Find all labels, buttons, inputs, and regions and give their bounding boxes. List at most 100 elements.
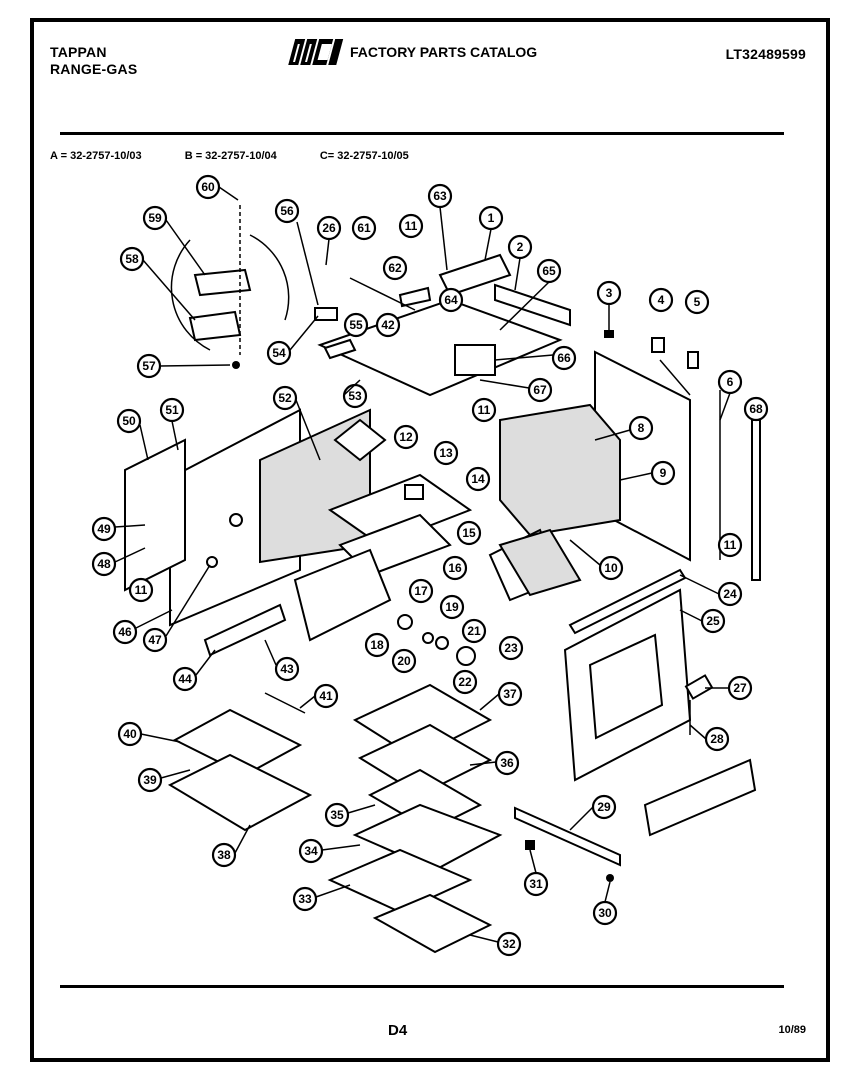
callout-34: 34 [298,838,324,864]
svg-text:65: 65 [542,264,556,278]
callout-33: 33 [292,886,318,912]
callout-24: 24 [717,581,743,607]
part-66-bracket [454,344,496,376]
svg-text:39: 39 [143,773,157,787]
callout-50: 50 [116,408,142,434]
drawer-front [643,758,757,837]
callout-53: 53 [342,383,368,409]
callout-40: 40 [117,721,143,747]
callout-63: 63 [427,183,453,209]
svg-text:55: 55 [349,318,363,332]
svg-text:53: 53 [348,389,362,403]
svg-text:17: 17 [414,584,428,598]
svg-text:37: 37 [503,687,517,701]
svg-text:28: 28 [710,732,724,746]
callout-52: 52 [272,385,298,411]
brand-name: TAPPAN [50,44,107,60]
callout-11a: 11 [398,213,424,239]
callout-37: 37 [497,681,523,707]
part-3-clip [604,330,614,338]
svg-text:38: 38 [217,848,231,862]
thermostat-ring-right [249,234,290,321]
svg-text:32: 32 [502,937,516,951]
part-50-bracket [124,438,186,592]
svg-text:9: 9 [660,466,667,480]
svg-text:61: 61 [357,221,371,235]
part-62-clip [398,286,432,308]
callout-23: 23 [498,635,524,661]
callout-49: 49 [91,516,117,542]
svg-text:51: 51 [165,403,179,417]
callout-60: 60 [195,174,221,200]
svg-text:50: 50 [122,414,136,428]
callout-31: 31 [523,871,549,897]
callout-38: 38 [211,842,237,868]
callout-14: 14 [465,466,491,492]
svg-text:68: 68 [749,402,763,416]
svg-text:30: 30 [598,906,612,920]
callout-15: 15 [456,520,482,546]
svg-text:24: 24 [723,587,737,601]
part-2-rail [494,283,571,327]
leader-lines [114,186,731,943]
svg-text:31: 31 [529,877,543,891]
part-59-bracket [193,268,252,297]
model-list: A = 32-2757-10/03 B = 32-2757-10/04 C= 3… [50,150,449,162]
part-18-knob [397,614,413,630]
callout-11d: 11 [128,577,154,603]
callout-68: 68 [743,396,769,422]
svg-text:1: 1 [488,211,495,225]
svg-text:64: 64 [444,293,458,307]
svg-text:63: 63 [433,189,447,203]
callout-16: 16 [442,555,468,581]
part-57-nut [232,361,240,369]
callout-8: 8 [628,415,654,441]
svg-text:15: 15 [462,526,476,540]
footer-divider [60,985,784,988]
svg-text:29: 29 [597,800,611,814]
part-47-grommet [229,513,243,527]
callout-43: 43 [274,656,300,682]
callout-3: 3 [596,280,622,306]
svg-text:11: 11 [135,583,148,597]
svg-text:46: 46 [118,625,132,639]
svg-text:60: 60 [201,180,215,194]
callout-51: 51 [159,397,185,423]
callout-10: 10 [598,555,624,581]
svg-text:56: 56 [280,204,294,218]
model-number: LT32489599 [725,46,806,62]
svg-text:52: 52 [278,391,292,405]
part-29-rail [514,806,621,867]
svg-text:4: 4 [658,293,665,307]
part-21-knob [435,636,449,650]
svg-text:14: 14 [471,472,485,486]
part-22-knob [456,646,476,666]
part-4-lead [659,359,691,396]
part-47-screw [206,556,218,568]
callout-19: 19 [439,594,465,620]
catalog-title: FACTORY PARTS CATALOG [350,44,538,60]
callout-27: 27 [727,675,753,701]
product-type: RANGE-GAS [50,61,138,77]
svg-text:10: 10 [604,561,618,575]
callout-55: 55 [343,312,369,338]
svg-text:54: 54 [272,346,286,360]
callout-58: 58 [119,246,145,272]
callout-39: 39 [137,767,163,793]
model-b: B = 32-2757-10/04 [184,150,277,162]
svg-text:25: 25 [706,614,720,628]
part-13-clip [404,484,424,500]
part-17-panel [293,548,392,642]
callout-48: 48 [91,551,117,577]
callout-64: 64 [438,287,464,313]
svg-text:20: 20 [397,654,411,668]
callout-1: 1 [478,205,504,231]
callout-21: 21 [461,618,487,644]
part-30-screw [606,874,614,882]
svg-text:35: 35 [330,808,344,822]
callout-17: 17 [408,578,434,604]
part-58-valve [188,310,242,342]
callout-13: 13 [433,440,459,466]
header-left: TAPPAN RANGE-GAS [50,44,137,78]
